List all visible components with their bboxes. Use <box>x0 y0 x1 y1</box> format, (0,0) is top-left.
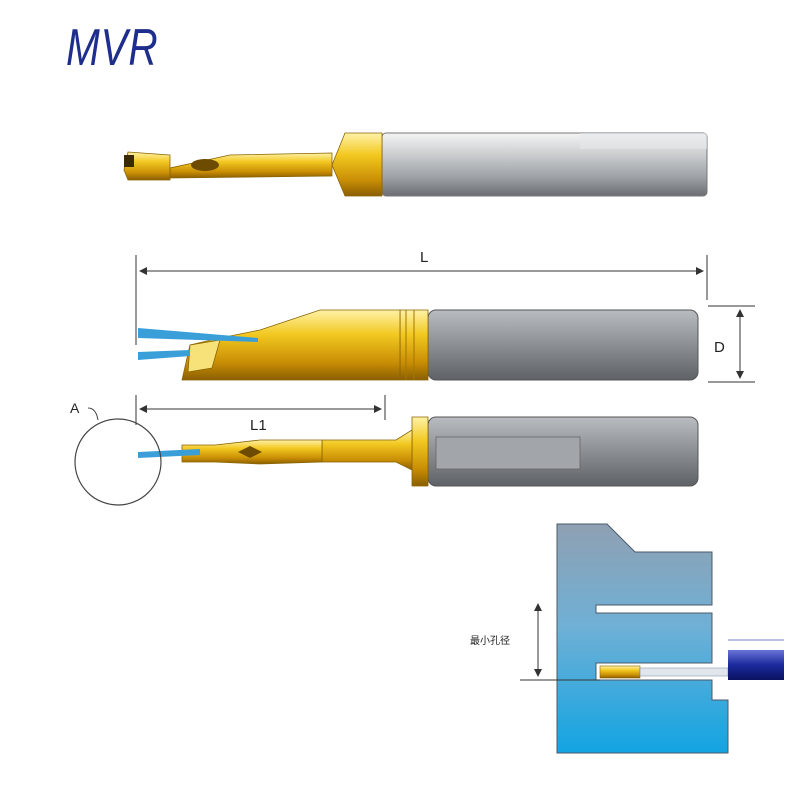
tool-render-3d <box>123 132 708 197</box>
dimension-L: L <box>135 249 708 345</box>
min-bore-label: 最小孔径 <box>470 634 510 647</box>
dimension-D-label: D <box>714 339 725 356</box>
dimension-L-label: L <box>420 249 428 266</box>
workpiece-section: 最小孔径 <box>470 523 784 754</box>
tool-side-view <box>138 309 699 381</box>
dimension-D: D <box>708 305 755 383</box>
detail-callout-A-label: A <box>70 400 80 416</box>
dimension-L1: L1 <box>135 395 386 434</box>
detail-callout-A: A <box>70 400 162 506</box>
tool-top-view <box>138 416 699 487</box>
product-title: MVR <box>66 19 159 77</box>
dimension-L1-label: L1 <box>250 417 267 434</box>
